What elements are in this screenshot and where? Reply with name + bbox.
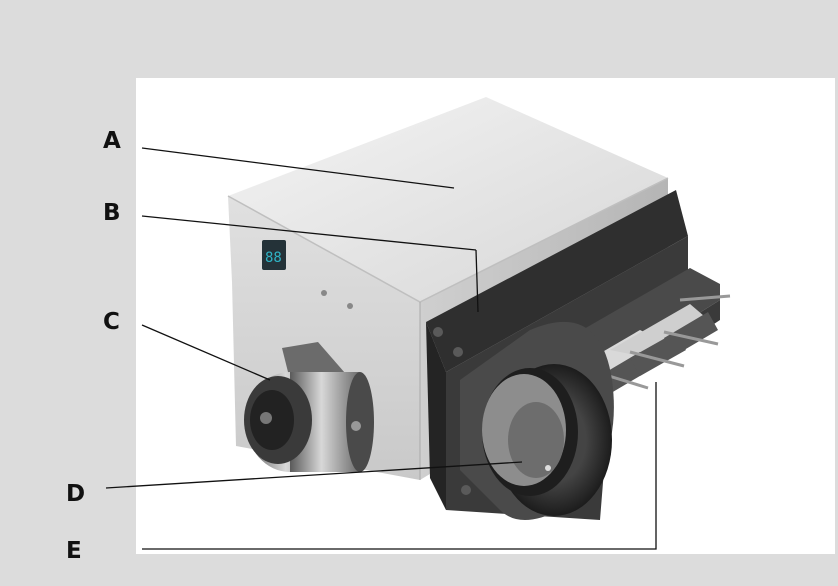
callout-label-b: B xyxy=(103,200,121,226)
callout-label-a: A xyxy=(103,128,121,154)
callout-lines xyxy=(105,147,657,550)
pump-head xyxy=(460,321,614,520)
housing-top xyxy=(228,97,668,302)
digital-display: 88 xyxy=(262,240,286,270)
callout-line-e xyxy=(142,382,657,550)
callout-line-a xyxy=(141,147,455,189)
svg-text:88: 88 xyxy=(265,250,282,266)
callout-line-d xyxy=(105,461,523,489)
callout-label-c: C xyxy=(103,309,120,335)
callout-label-e: E xyxy=(66,538,82,564)
callout-line-b xyxy=(141,215,477,251)
callout-label-d: D xyxy=(66,481,86,507)
callout-line-b-drop xyxy=(475,249,479,313)
callout-line-c xyxy=(141,324,271,381)
motor-coupling xyxy=(244,342,374,472)
